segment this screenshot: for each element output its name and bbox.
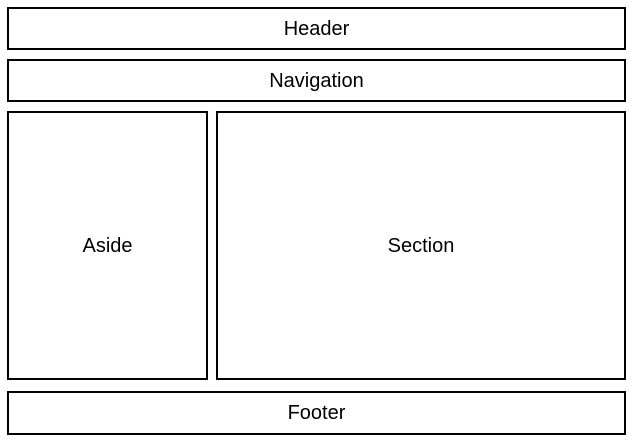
header-label: Header [283,17,350,40]
navigation-label: Navigation [269,69,364,92]
header-box: Header [7,7,626,50]
footer-label: Footer [287,402,346,424]
navigation-box: Navigation [7,59,626,102]
footer-box: Footer [7,391,626,435]
aside-box: Aside [7,111,208,380]
section-box: Section [216,111,626,380]
aside-label: Aside [82,234,133,257]
section-label: Section [387,234,455,257]
